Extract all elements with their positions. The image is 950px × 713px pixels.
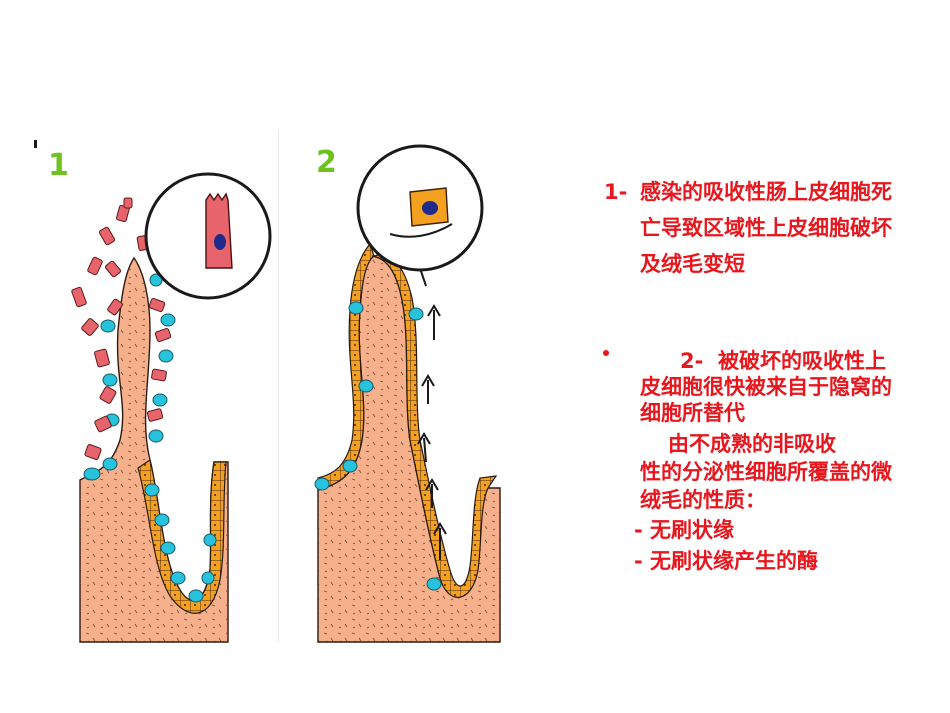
annotation-1-text: 感染的吸收性肠上皮细胞死亡导致区域性上皮细胞破坏及绒毛变短: [640, 180, 892, 276]
annotation-1-label: 1-: [604, 180, 628, 204]
corner-mark: [34, 140, 37, 148]
epithelium-right-2: [371, 254, 498, 598]
inset-cell-1: [205, 192, 233, 269]
annotation-2-text: 2- 被破坏的吸收性上皮细胞很快被来自于隐窝的细胞所替代: [640, 348, 900, 426]
dash-item-1: - 无刷状缘: [634, 518, 735, 542]
villus-2: [314, 144, 501, 643]
bullet-dot: [603, 350, 609, 356]
inset-nucleus-2: [422, 201, 438, 215]
dash-item-2: - 无刷状缘产生的酶: [634, 549, 819, 573]
annotation-3-line1: 由不成熟的非吸收: [668, 432, 836, 456]
annotation-3-rest: 性的分泌性细胞所覆盖的微绒毛的性质：: [640, 460, 892, 512]
annotation-2-label: 2-: [680, 349, 704, 373]
panel-1-number: 1: [48, 148, 69, 183]
crypt-epithelium-1: [137, 459, 227, 614]
annotation-2-body: 被破坏的吸收性上皮细胞很快被来自于隐窝的细胞所替代: [640, 349, 892, 425]
panel-divider: [278, 130, 279, 642]
villus-1: [71, 172, 272, 643]
panel-2-number: 2: [316, 145, 337, 180]
shed-cells-1: [71, 197, 172, 460]
blue-nuclei-1: [83, 273, 217, 603]
inset-nucleus-1: [214, 234, 226, 250]
blue-nuclei-2: [314, 301, 442, 591]
